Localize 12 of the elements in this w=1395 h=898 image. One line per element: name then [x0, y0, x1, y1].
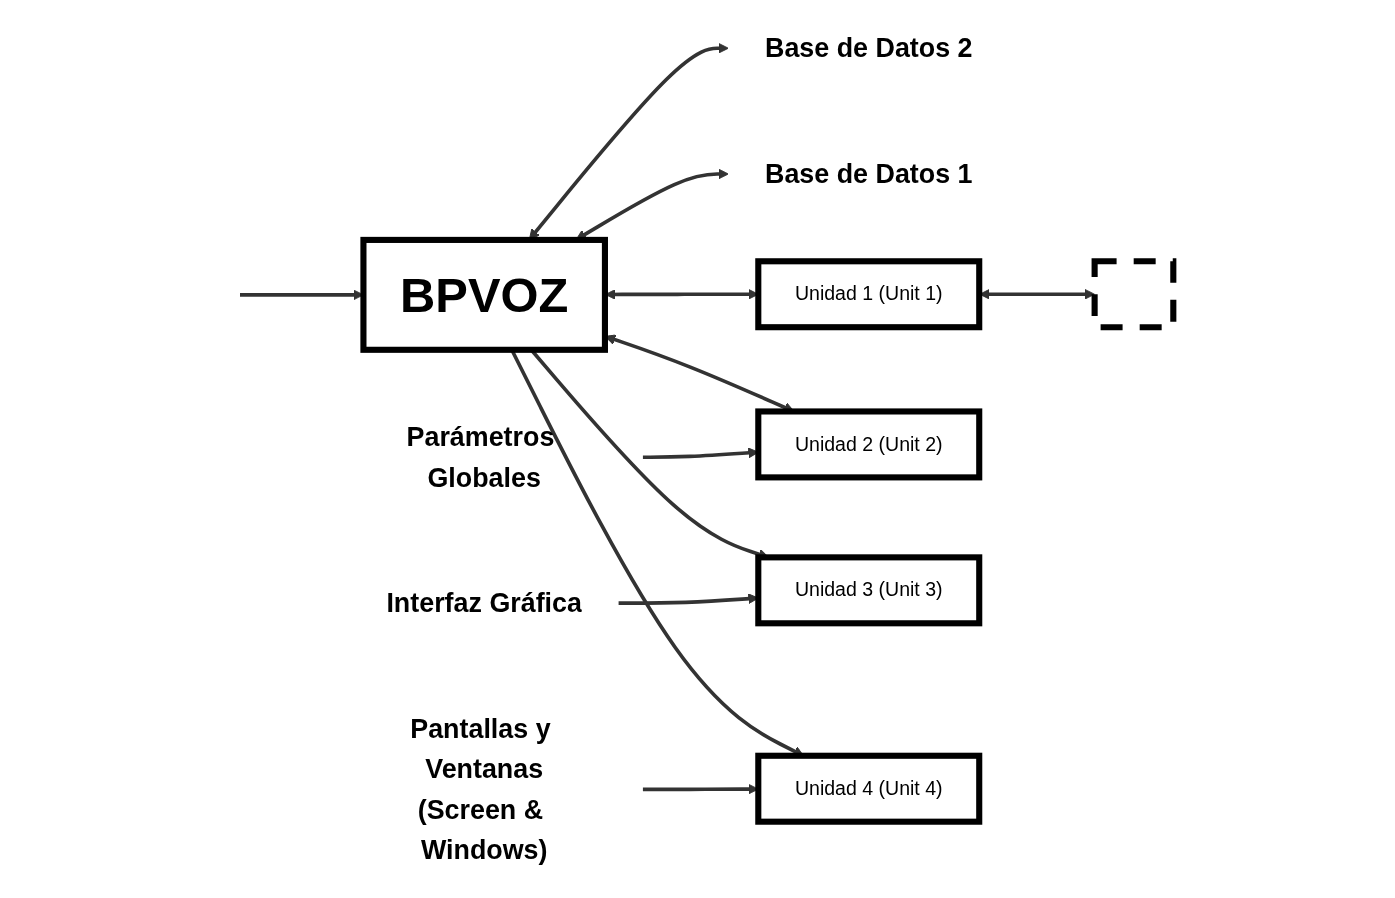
node-box: Unidad 3 (Unit 3): [755, 554, 983, 627]
node-box: Unidad 2 (Unit 2): [755, 408, 983, 481]
node-text: Parámetros Globales: [406, 421, 555, 493]
node-box: [1091, 258, 1177, 331]
node-text: Base de Datos 2: [765, 32, 973, 64]
node-text: Pantallas y Ventanas (Screen & Windows): [410, 713, 551, 866]
node-box: Unidad 1 (Unit 1): [755, 258, 983, 331]
node-text: Base de Datos 1: [765, 158, 973, 190]
node-text: Interfaz Gráfica: [386, 587, 582, 619]
node-box: Unidad 4 (Unit 4): [755, 752, 983, 825]
node-box: BPVOZ: [360, 236, 608, 353]
arrow: [528, 42, 729, 240]
